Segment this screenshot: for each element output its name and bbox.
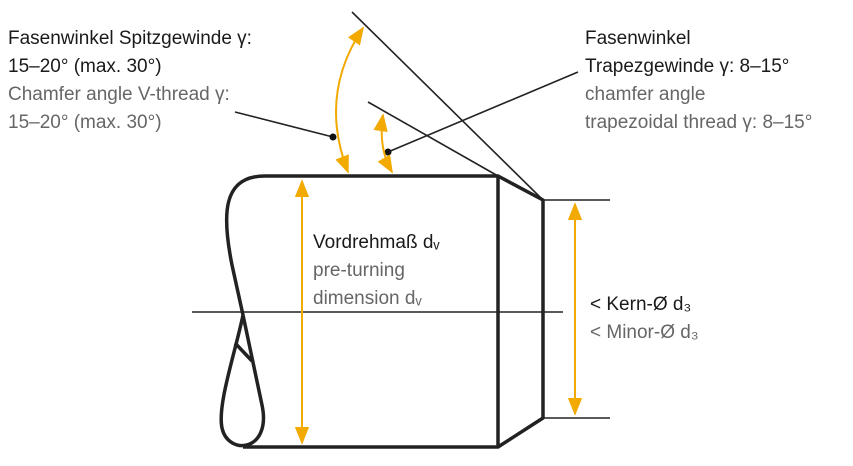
- minor-diameter-label: < Kern-Ø d₃ < Minor-Ø d₃: [590, 294, 699, 343]
- v-thread-label-en-2: 15–20° (max. 30°): [8, 112, 162, 133]
- break-line: [219, 174, 266, 448]
- trapezoidal-label-de-2: Trapezgewinde γ: 8–15°: [585, 56, 789, 77]
- pre-turning-label-en-2: dimension dᵥ: [313, 288, 422, 309]
- v-thread-label-de-1: Fasenwinkel Spitzgewinde γ:: [8, 28, 252, 49]
- trapezoidal-label: Fasenwinkel Trapezgewinde γ: 8–15° chamf…: [585, 28, 812, 133]
- trapezoidal-angle-arc: [373, 113, 393, 174]
- v-thread-label-de-2: 15–20° (max. 30°): [8, 56, 162, 77]
- v-thread-label: Fasenwinkel Spitzgewinde γ: 15–20° (max.…: [8, 28, 252, 133]
- trapezoidal-label-de-1: Fasenwinkel: [585, 28, 691, 49]
- minor-diameter-label-en: < Minor-Ø d₃: [590, 322, 699, 343]
- leader-dot-v-thread: [329, 133, 337, 141]
- v-thread-angle-arc: [335, 26, 365, 174]
- pre-turning-label-de: Vordrehmaß dᵥ: [313, 232, 440, 253]
- pre-turning-label: Vordrehmaß dᵥ pre-turning dimension dᵥ: [313, 232, 440, 309]
- trapezoidal-label-en-1: chamfer angle: [585, 84, 705, 105]
- minor-diameter-label-de: < Kern-Ø d₃: [590, 294, 691, 315]
- v-thread-label-en-1: Chamfer angle V-thread γ:: [8, 84, 230, 105]
- pre-turning-label-en-1: pre-turning: [313, 260, 405, 281]
- construction-lines: [192, 11, 610, 419]
- leader-v-thread: [234, 111, 334, 138]
- dimension-arrows: [294, 26, 583, 445]
- leader-trapezoidal: [387, 71, 579, 153]
- v-thread-angle-line: [351, 11, 544, 201]
- trapezoidal-label-en-2: trapezoidal thread γ: 8–15°: [585, 112, 812, 133]
